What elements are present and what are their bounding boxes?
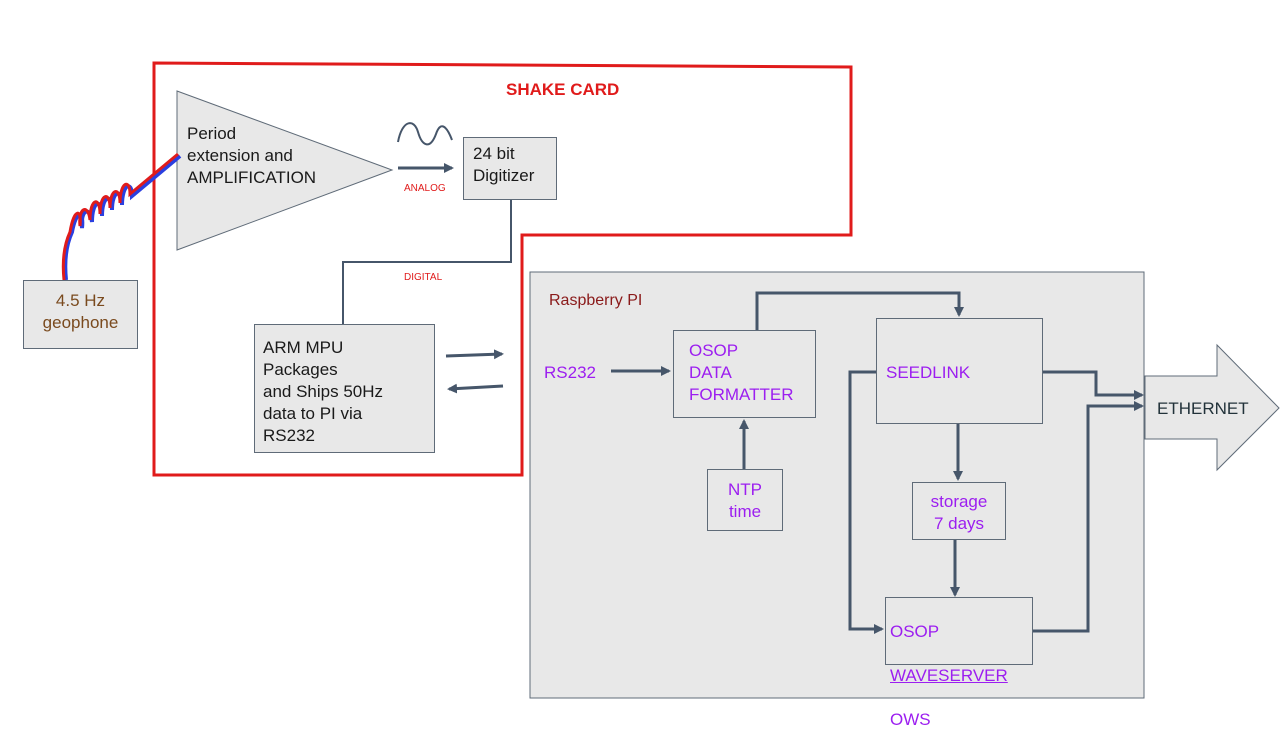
formatter-to-seedlink-arrow	[755, 291, 964, 330]
waveserver-line1: OSOP	[890, 622, 940, 641]
shake-card-border	[152, 61, 853, 477]
digital-connector	[342, 200, 512, 324]
waveserver-line2: WAVESERVER	[890, 666, 1008, 685]
storage-label: storage 7 days	[930, 492, 988, 533]
seedlink-box	[876, 318, 1043, 424]
arm-mpu-label: ARM MPU Packages and Ships 50Hz data to …	[263, 338, 384, 445]
arm-out-arrow	[445, 349, 504, 360]
system-diagram: SHAKE CARD Period extension and AMPLIFIC…	[23, 61, 1280, 729]
ethernet-arrow-shape	[1144, 343, 1280, 472]
waveserver-box	[885, 597, 1033, 665]
formatter-box	[673, 330, 816, 418]
geophone-label: 4.5 Hz geophone	[42, 291, 119, 332]
digitizer-label: 24 bit Digitizer	[473, 144, 535, 185]
rs232-label: RS232	[544, 363, 596, 382]
digital-label: DIGITAL	[404, 272, 443, 283]
geophone-cable	[61, 152, 182, 281]
ntp-label: NTP time	[728, 480, 762, 521]
diagram-canvas	[61, 61, 1280, 699]
amplifier-triangle	[176, 90, 394, 251]
seedlink-to-ethernet-arrow	[1043, 370, 1144, 400]
waveserver-to-ethernet-arrow	[1033, 401, 1144, 633]
raspberry-pi-panel	[529, 271, 1145, 699]
analog-wave	[397, 122, 453, 146]
arm-in-arrow	[447, 383, 504, 394]
seedlink-to-waveserver-arrow	[848, 370, 884, 634]
formatter-label: OSOP DATA FORMATTER	[689, 341, 794, 404]
shake-card-title: SHAKE CARD	[506, 80, 620, 99]
ntp-box	[707, 469, 783, 531]
waveserver-line3: OWS	[890, 710, 931, 729]
waveserver-label: OSOP WAVESERVER OWS	[890, 599, 1008, 753]
arm-mpu-box	[254, 324, 435, 453]
raspberry-pi-title: Raspberry PI	[549, 292, 643, 309]
storage-box	[912, 482, 1006, 540]
amplifier-label: Period extension and AMPLIFICATION	[187, 124, 317, 187]
digitizer-box	[463, 137, 557, 200]
analog-label: ANALOG	[404, 183, 446, 194]
seedlink-label: SEEDLINK	[886, 363, 971, 382]
ethernet-label: ETHERNET	[1157, 399, 1249, 418]
geophone-box	[23, 280, 138, 349]
